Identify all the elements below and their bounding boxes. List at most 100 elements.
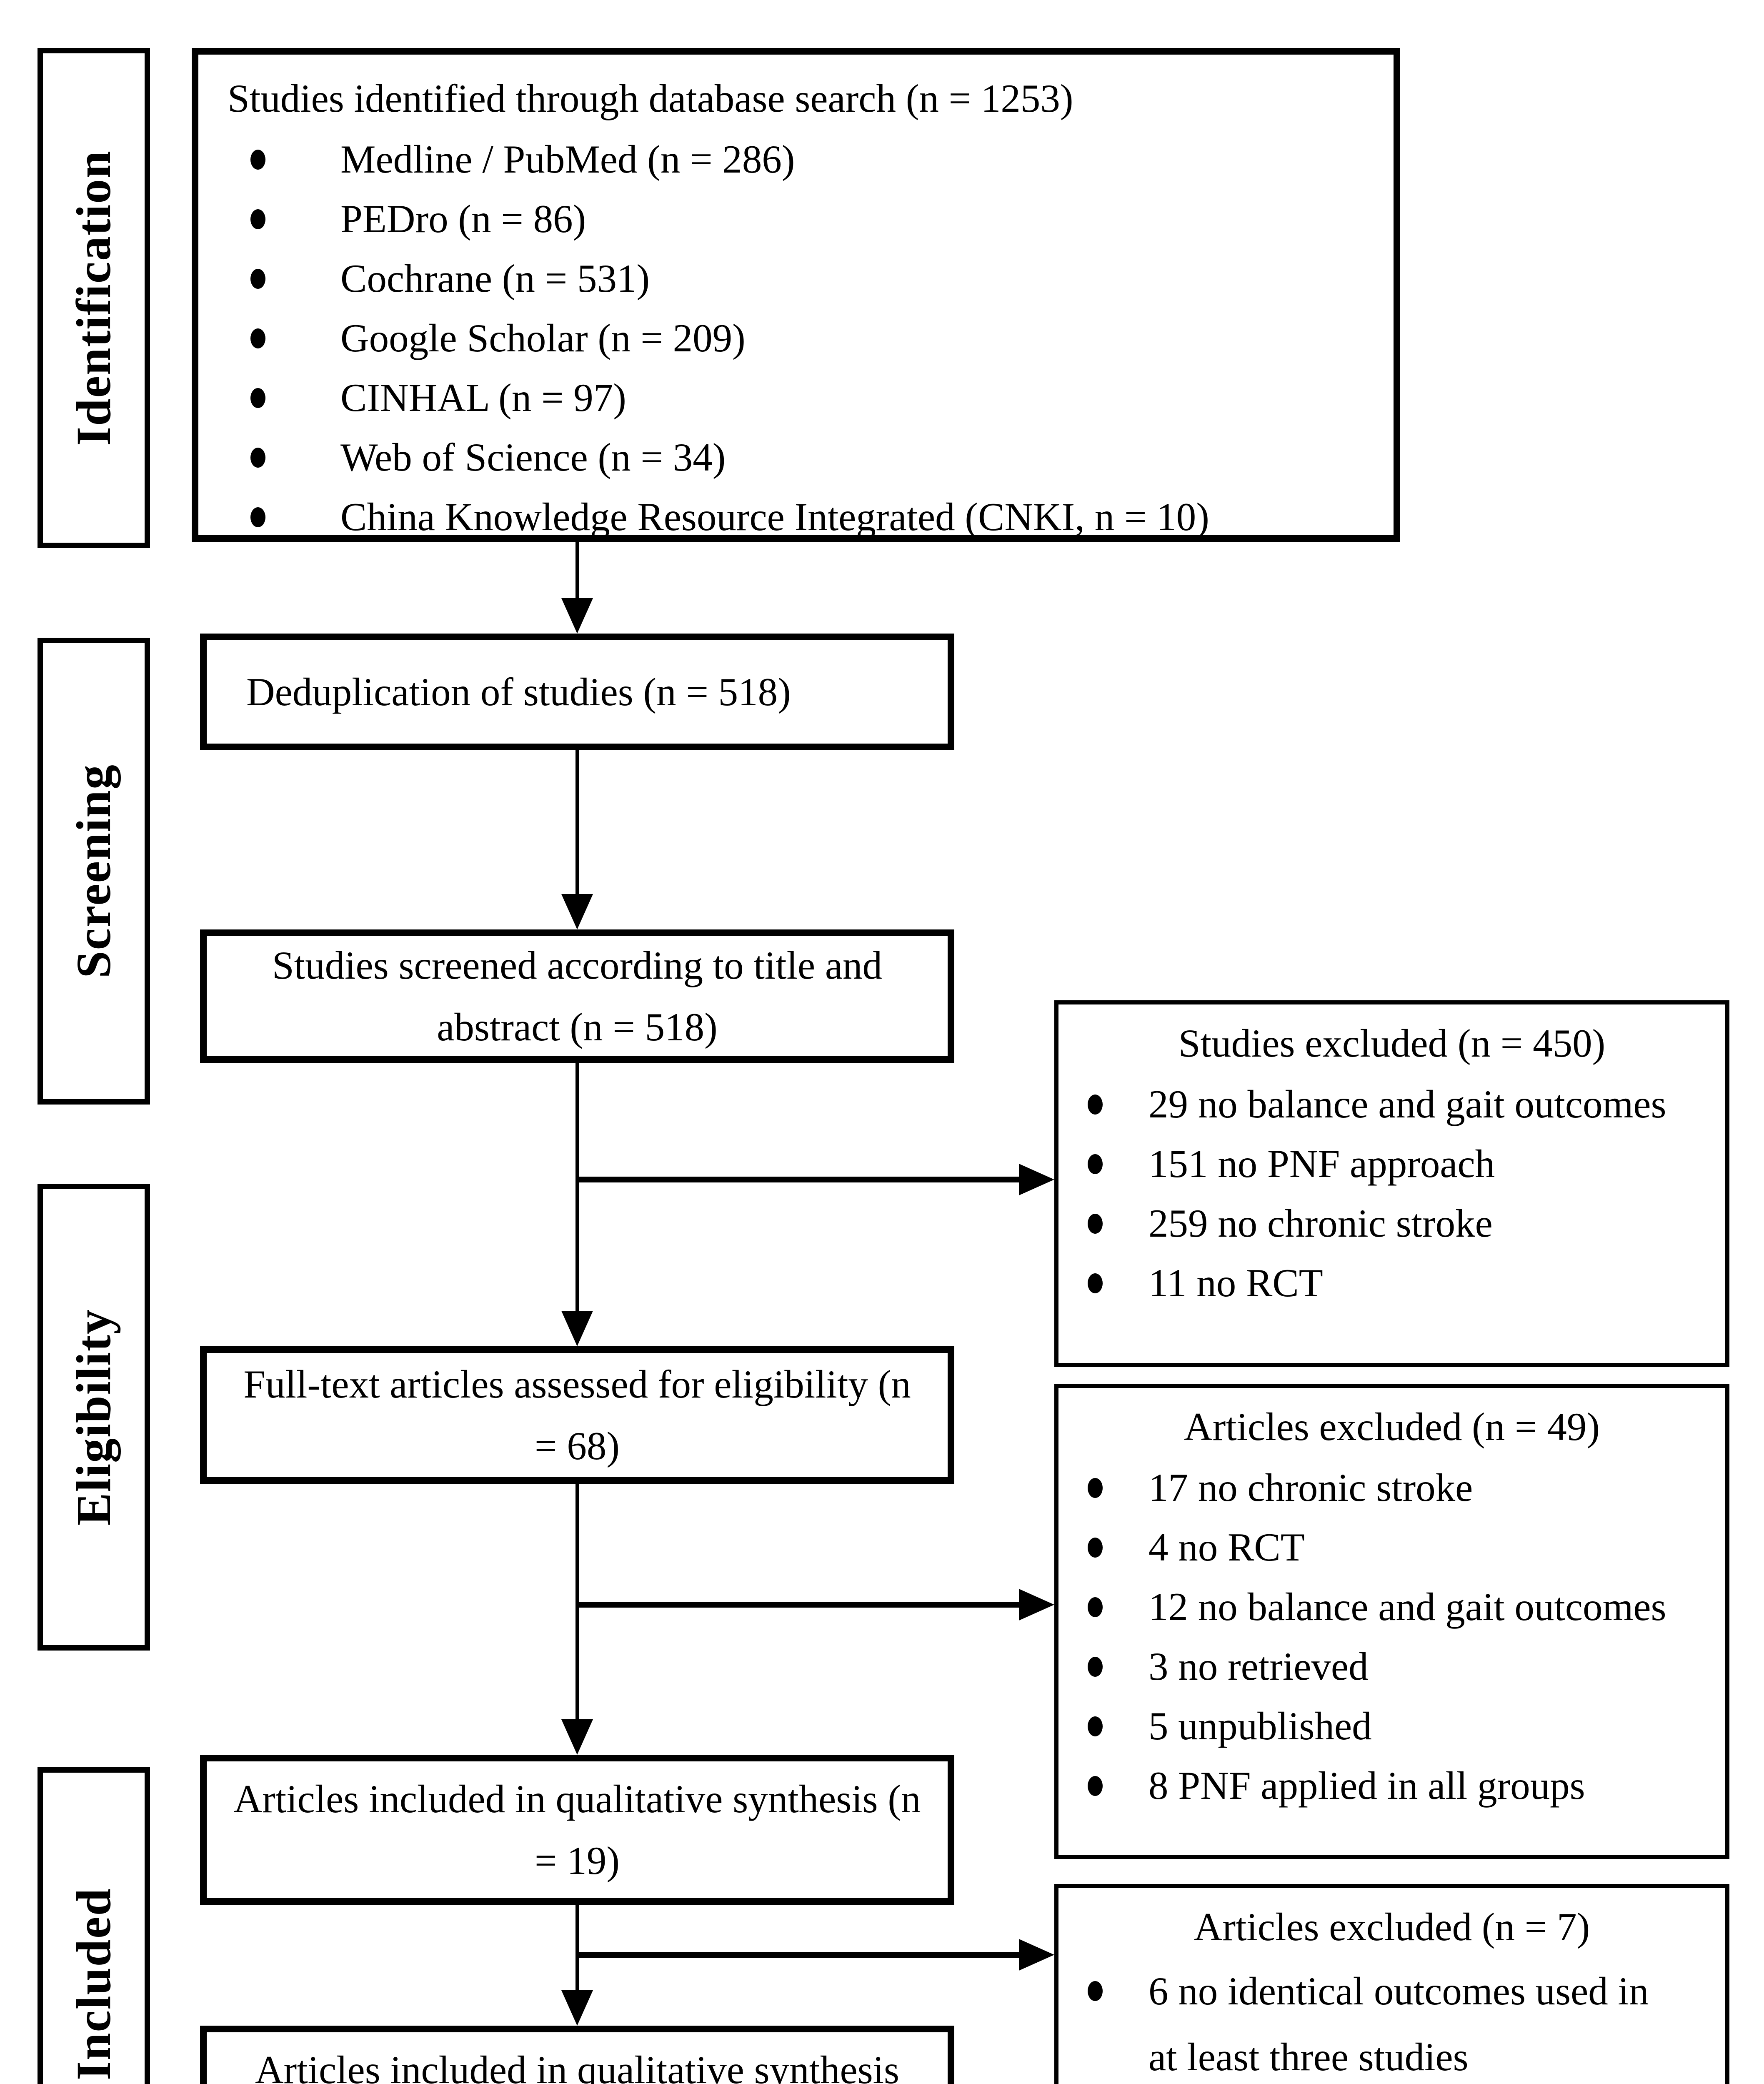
list-item-text: 17 no chronic stroke [1148, 1465, 1473, 1510]
bullet-icon [1088, 1657, 1103, 1677]
arrow-line-identified-to-dedup [575, 542, 579, 600]
bullet-icon [1088, 1214, 1103, 1234]
exclusion-reason-list: 6 no identical outcomes used in at least… [1058, 1958, 1725, 2084]
database-list: Medline / PubMed (n = 286) PEDro (n = 86… [228, 130, 1377, 547]
list-item: 8 PNF applied in all groups [1058, 1756, 1725, 1816]
arrow-line-fulltext-to-qualitative [575, 1484, 579, 1719]
box-title: Articles excluded (n = 7) [1194, 1905, 1590, 1949]
list-item: CINHAL (n = 97) [228, 368, 1377, 428]
list-item-text: 8 PNF applied in all groups [1148, 1763, 1585, 1808]
bullet-icon [1088, 1478, 1103, 1498]
list-item-text: 12 no balance and gait outcomes [1148, 1585, 1666, 1629]
list-item-text: 5 unpublished [1148, 1704, 1372, 1748]
box-text: Studies screened according to title and … [272, 943, 883, 1049]
list-item: 11 no RCT [1058, 1253, 1725, 1313]
arrowhead-down-icon [561, 1311, 593, 1346]
bullet-icon [250, 150, 265, 170]
bullet-icon [250, 507, 265, 527]
stage-label-text: Identification [66, 150, 121, 446]
box-articles-excluded-meta: Articles excluded (n = 7) 6 no identical… [1054, 1884, 1729, 2084]
bullet-icon [250, 388, 265, 408]
list-item-text: Web of Science (n = 34) [340, 435, 726, 479]
list-item: Web of Science (n = 34) [228, 428, 1377, 487]
bullet-icon [250, 328, 265, 348]
list-item: 5 unpublished [1058, 1696, 1725, 1756]
list-item-text: 3 no retrieved [1148, 1644, 1369, 1688]
box-text: Deduplication of studies (n = 518) [246, 670, 791, 714]
list-item: 4 no RCT [1058, 1518, 1725, 1577]
box-title: Studies identified through database sear… [228, 76, 1073, 120]
list-item-text: 6 no identical outcomes used in at least… [1148, 1969, 1649, 2079]
box-text: Articles included in qualitative synthes… [233, 1777, 921, 1883]
box-title: Articles excluded (n = 49) [1184, 1405, 1600, 1449]
arrowhead-down-icon [561, 1719, 593, 1755]
box-qualitative-synthesis: Articles included in qualitative synthes… [200, 1755, 954, 1905]
list-item-text: Cochrane (n = 531) [340, 256, 650, 301]
bullet-icon [1088, 1776, 1103, 1796]
list-item: 17 no chronic stroke [1058, 1458, 1725, 1518]
list-item: China Knowledge Resource Integrated (CNK… [228, 487, 1377, 547]
list-item: Cochrane (n = 531) [228, 249, 1377, 308]
arrow-line-to-excluded-screening [575, 1177, 1019, 1182]
stage-label-included: Included [38, 1767, 150, 2084]
list-item-text: 151 no PNF approach [1148, 1142, 1495, 1186]
arrowhead-down-icon [561, 598, 593, 634]
arrow-line-to-excluded-meta [575, 1952, 1019, 1958]
arrow-line-dedup-to-screened [575, 750, 579, 894]
box-fulltext-assessed: Full-text articles assessed for eligibil… [200, 1346, 954, 1484]
bullet-icon [1088, 1154, 1103, 1174]
bullet-icon [250, 269, 265, 289]
list-item: PEDro (n = 86) [228, 189, 1377, 249]
list-item-text: CINHAL (n = 97) [340, 376, 626, 420]
box-deduplication: Deduplication of studies (n = 518) [200, 634, 954, 750]
box-studies-screened: Studies screened according to title and … [200, 929, 954, 1063]
stage-label-text: Screening [66, 764, 121, 979]
list-item-text: 11 no RCT [1148, 1261, 1323, 1305]
stage-label-identification: Identification [38, 48, 150, 548]
list-item-text: 29 no balance and gait outcomes [1148, 1082, 1666, 1126]
box-articles-excluded-fulltext: Articles excluded (n = 49) 17 no chronic… [1054, 1384, 1729, 1859]
list-item-text: 4 no RCT [1148, 1525, 1305, 1569]
list-item: 3 no retrieved [1058, 1637, 1725, 1696]
stage-label-screening: Screening [38, 638, 150, 1105]
bullet-icon [1088, 1095, 1103, 1115]
list-item: 259 no chronic stroke [1058, 1194, 1725, 1253]
exclusion-reason-list: 29 no balance and gait outcomes 151 no P… [1058, 1075, 1725, 1313]
stage-label-text: Included [66, 1888, 121, 2080]
list-item: Medline / PubMed (n = 286) [228, 130, 1377, 189]
bullet-icon [1088, 1538, 1103, 1558]
arrowhead-right-icon [1019, 1164, 1054, 1195]
box-studies-excluded-screening: Studies excluded (n = 450) 29 no balance… [1054, 1000, 1729, 1367]
arrow-line-qualitative-to-meta [575, 1905, 579, 1990]
arrow-line-screened-to-fulltext [575, 1063, 579, 1311]
box-text: Articles included in qualitative synthes… [255, 2048, 900, 2084]
list-item: 151 no PNF approach [1058, 1134, 1725, 1194]
box-text: Full-text articles assessed for eligibil… [243, 1362, 911, 1468]
bullet-icon [250, 448, 265, 468]
arrowhead-right-icon [1019, 1589, 1054, 1621]
list-item: 6 no identical outcomes used in at least… [1058, 1958, 1725, 2084]
list-item-text: Google Scholar (n = 209) [340, 316, 746, 360]
bullet-icon [1088, 1981, 1103, 2001]
list-item: Google Scholar (n = 209) [228, 308, 1377, 368]
stage-label-text: Eligibility [66, 1308, 121, 1526]
exclusion-reason-list: 17 no chronic stroke 4 no RCT 12 no bala… [1058, 1458, 1725, 1816]
list-item: 12 no balance and gait outcomes [1058, 1577, 1725, 1637]
bullet-icon [1088, 1597, 1103, 1617]
arrow-line-to-excluded-fulltext [575, 1602, 1019, 1608]
stage-label-eligibility: Eligibility [38, 1184, 150, 1651]
list-item-text: PEDro (n = 86) [340, 197, 586, 241]
arrowhead-right-icon [1019, 1939, 1054, 1971]
list-item-text: 259 no chronic stroke [1148, 1201, 1493, 1245]
bullet-icon [250, 209, 265, 229]
list-item-text: Medline / PubMed (n = 286) [340, 137, 795, 181]
box-title: Studies excluded (n = 450) [1178, 1021, 1606, 1065]
arrowhead-down-icon [561, 1990, 593, 2026]
box-meta-analyses: Articles included in qualitative synthes… [200, 2026, 954, 2084]
bullet-icon [1088, 1716, 1103, 1736]
list-item-text: China Knowledge Resource Integrated (CNK… [340, 495, 1209, 539]
arrowhead-down-icon [561, 894, 593, 929]
bullet-icon [1088, 1273, 1103, 1293]
box-studies-identified: Studies identified through database sear… [192, 48, 1400, 542]
